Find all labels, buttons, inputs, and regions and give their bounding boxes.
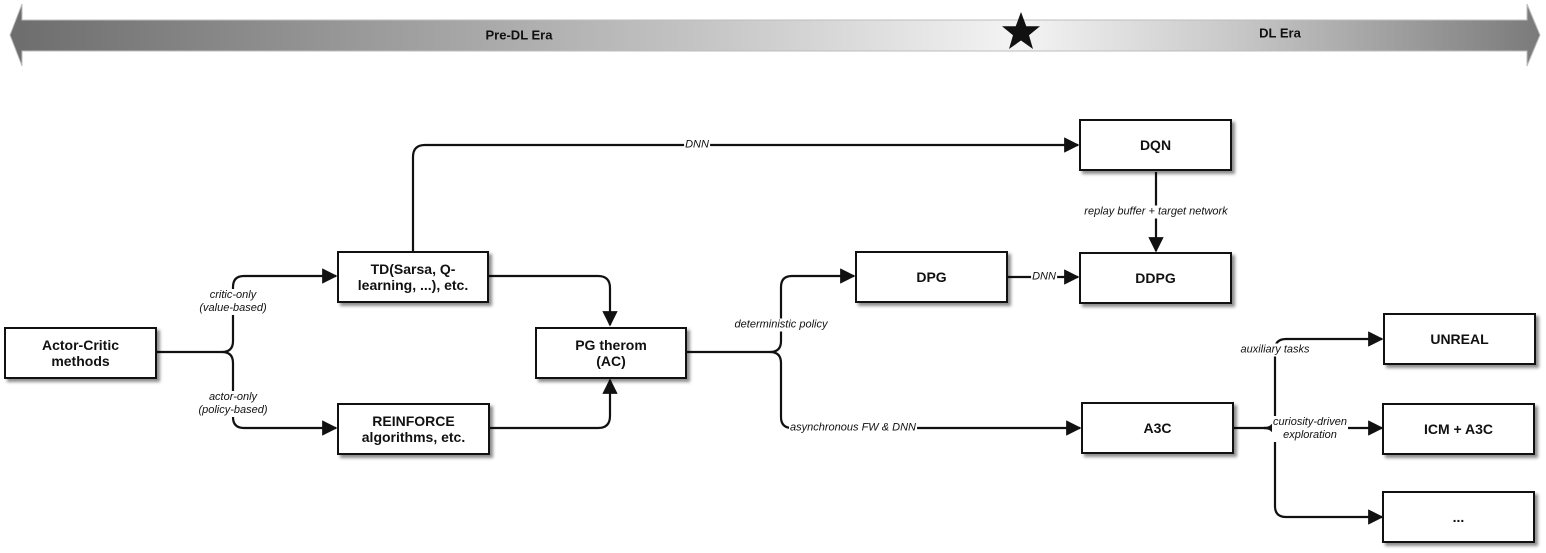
node-ddpg: DDPG [1079, 252, 1232, 304]
edge-pg-a3c [769, 350, 1082, 436]
edge-td-pg [488, 274, 618, 327]
label-deterministic-policy: deterministic policy [733, 318, 829, 332]
label-auxiliary-tasks: auxiliary tasks [1239, 343, 1311, 357]
node-dpg: DPG [855, 251, 1008, 303]
label-curiosity-exploration: curiosity-driven exploration [1272, 416, 1348, 442]
node-icm-a3c: ICM + A3C [1382, 403, 1535, 455]
pre-dl-era-label: Pre-DL Era [485, 27, 553, 43]
node-dqn: DQN [1079, 119, 1232, 171]
edge-ac-reinforce [221, 350, 338, 436]
node-reinforce: REINFORCE algorithms, etc. [337, 403, 490, 455]
edge-reinforce-pg [490, 378, 618, 430]
label-critic-only: critic-only (value-based) [198, 289, 268, 315]
label-replay-buffer: replay buffer + target network [1083, 205, 1229, 219]
node-more: ... [1382, 491, 1535, 543]
edge-pg-dpg [687, 268, 856, 354]
label-async-fw-dnn: asynchronous FW & DNN [789, 421, 917, 435]
label-dnn-top: DNN [684, 138, 710, 152]
edge-td-dqn [411, 137, 1080, 252]
star-icon [1002, 12, 1040, 49]
edge-a3c-more [1263, 426, 1384, 525]
node-unreal: UNREAL [1383, 313, 1536, 365]
node-pg-theorem: PG therom (AC) [535, 327, 687, 379]
era-timeline-arrow [9, 3, 1541, 67]
label-actor-only: actor-only (policy-based) [197, 391, 269, 417]
node-td: TD(Sarsa, Q- learning, ...), etc. [337, 251, 489, 303]
label-dnn-mid: DNN [1031, 270, 1057, 284]
node-a3c: A3C [1081, 402, 1234, 454]
dl-era-label: DL Era [1259, 25, 1301, 41]
node-actor-critic: Actor-Critic methods [4, 327, 157, 379]
